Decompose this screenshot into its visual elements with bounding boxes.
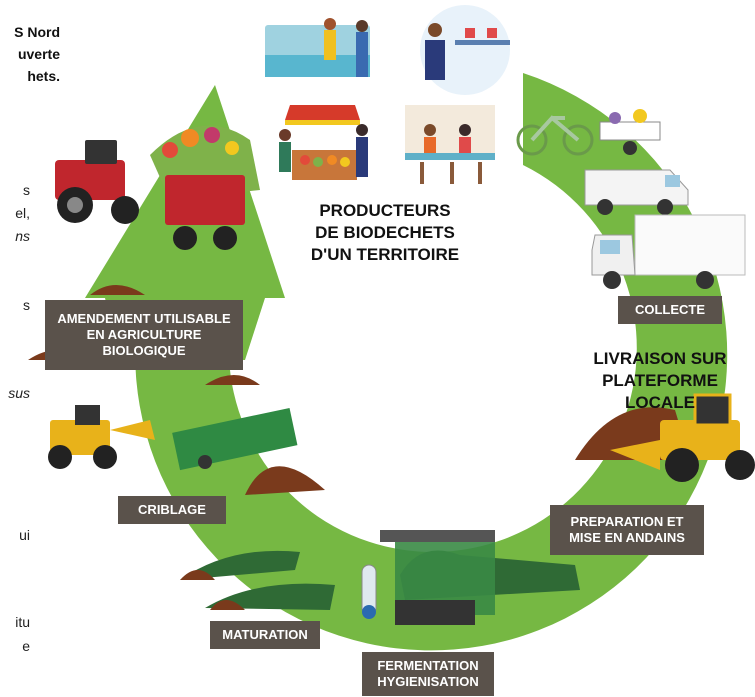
body-fragment: el,: [15, 205, 30, 221]
producers-title: PRODUCTEURS DE BIODECHETS D'UN TERRITOIR…: [310, 201, 460, 264]
body-fragment: s: [23, 182, 30, 198]
truck-icon: [591, 214, 746, 289]
thermometer-icon: [361, 564, 377, 619]
loader-yellow-icon: [575, 393, 755, 482]
step-label-fermentation: FERMENTATION HYGIENISATION: [362, 652, 494, 696]
body-fragment: ns: [15, 228, 30, 244]
step-label-preparation: PREPARATION ET MISE EN ANDAINS: [550, 505, 704, 555]
intro-fragment-2: uverte: [17, 46, 60, 62]
compost-pile-icon: [180, 550, 335, 610]
body-fragment: e: [22, 638, 30, 654]
shop-counter-icon: [265, 18, 370, 77]
red-tractor-icon: [55, 125, 260, 250]
market-stall-icon: [279, 105, 368, 180]
body-fragment: s: [23, 297, 30, 313]
cafe-bar-icon: [405, 105, 495, 184]
step-label-maturation: MATURATION: [210, 621, 320, 649]
step-label-criblage: CRIBLAGE: [118, 496, 226, 524]
intro-fragment-1: S Nord: [14, 24, 60, 40]
van-icon: [584, 169, 689, 215]
waiter-restaurant-icon: [420, 5, 510, 95]
turner-machine-icon: [380, 530, 580, 625]
bicycle-cart-icon: [516, 109, 661, 156]
screener-machine-icon: [48, 405, 325, 495]
body-fragment: sus: [8, 385, 30, 401]
intro-fragment-3: hets.: [27, 68, 60, 84]
step-label-amendement: AMENDEMENT UTILISABLE EN AGRICULTURE BIO…: [45, 300, 243, 370]
step-label-collecte: COLLECTE: [618, 296, 722, 324]
body-fragment: ui: [19, 527, 30, 543]
delivery-title: LIVRAISON SUR PLATEFORME LOCALE: [593, 349, 727, 412]
body-fragment: itu: [15, 614, 30, 630]
